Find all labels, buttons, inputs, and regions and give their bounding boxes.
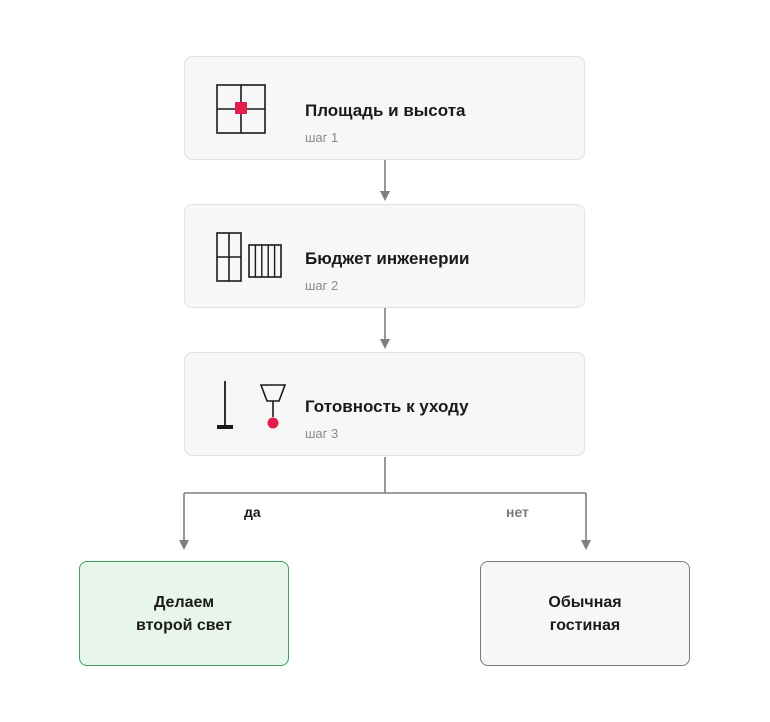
mop-lamp-icon bbox=[217, 381, 287, 429]
step-card-1: Площадь и высота шаг 1 bbox=[184, 56, 585, 160]
step-card-2: Бюджет инженерии шаг 2 bbox=[184, 204, 585, 308]
outcome-no-text: Обычная гостиная bbox=[548, 593, 622, 634]
outcome-yes-box: Делаем второй свет bbox=[79, 561, 289, 666]
floorplan-grid-icon bbox=[216, 84, 266, 134]
outcome-no-box: Обычная гостиная bbox=[480, 561, 690, 666]
outcome-yes-text: Делаем второй свет bbox=[136, 593, 232, 634]
step-title: Готовность к уходу bbox=[305, 397, 469, 416]
step-subtitle: шаг 1 bbox=[305, 130, 339, 145]
branch-label-no: нет bbox=[506, 504, 529, 520]
step-title: Бюджет инженерии bbox=[305, 249, 470, 268]
step-subtitle: шаг 3 bbox=[305, 426, 339, 441]
step-card-3: Готовность к уходу шаг 3 bbox=[184, 352, 585, 456]
step-subtitle: шаг 2 bbox=[305, 278, 339, 293]
panels-grid-icon bbox=[216, 232, 282, 282]
step-title: Площадь и высота bbox=[305, 101, 466, 120]
branch-label-yes: да bbox=[244, 504, 261, 520]
